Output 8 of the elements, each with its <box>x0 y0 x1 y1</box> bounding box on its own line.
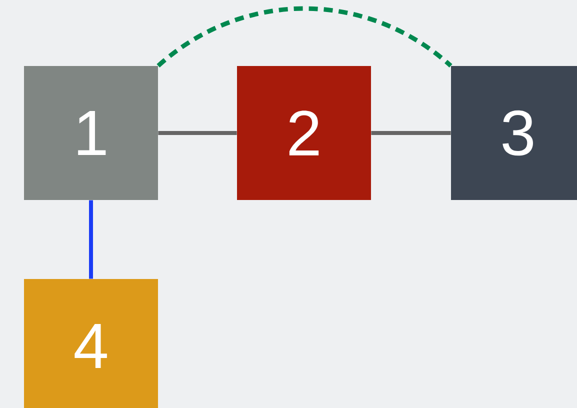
number-box: 1 <box>24 66 158 200</box>
dashed-arc <box>156 6 452 68</box>
number-box: 2 <box>237 66 371 200</box>
connector-line <box>371 131 451 135</box>
connector-line <box>158 131 237 135</box>
number-box: 4 <box>24 279 158 408</box>
connector-line <box>89 200 93 279</box>
number-box: 3 <box>451 66 577 200</box>
